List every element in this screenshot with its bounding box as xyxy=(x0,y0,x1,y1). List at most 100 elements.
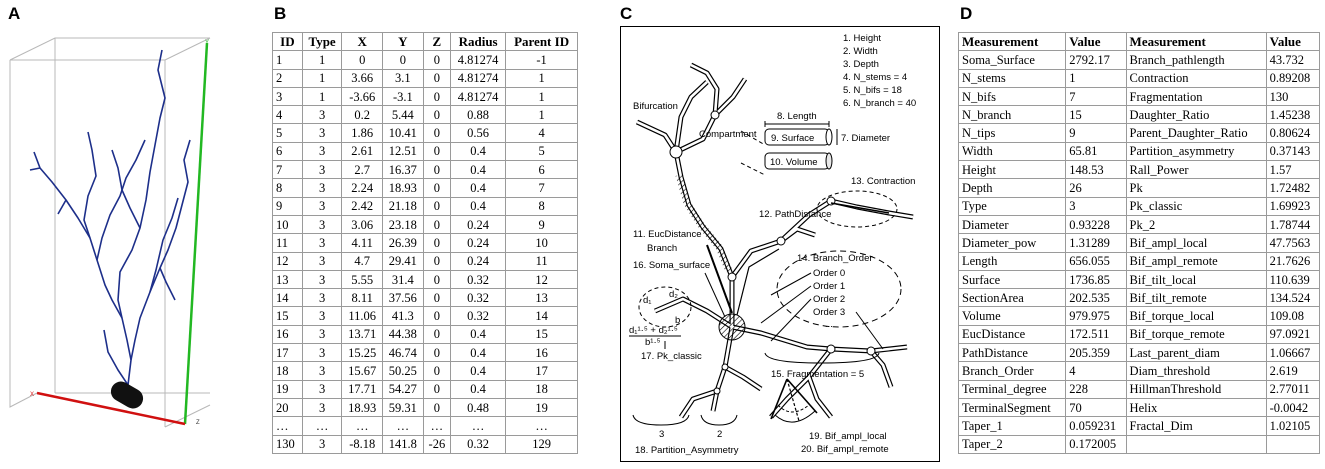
table-cell: 1.72482 xyxy=(1265,178,1321,198)
soma-capsule xyxy=(110,381,144,409)
table-cell: 5.55 xyxy=(341,269,384,290)
table-cell: 59.31 xyxy=(382,397,424,418)
column-header: Value xyxy=(1065,31,1127,52)
fragmentation-label: 15. Fragmentation = 5 xyxy=(771,369,864,380)
branch-order-label: 14. Branch_Order xyxy=(797,253,873,264)
table-cell: 21.7626 xyxy=(1265,251,1321,271)
table-cell: -26 xyxy=(422,434,452,454)
table-cell: 3 xyxy=(301,160,343,180)
table-cell: 9 xyxy=(272,196,303,216)
table-cell: Daughter_Ratio xyxy=(1125,105,1267,125)
table-cell: 0.059231 xyxy=(1065,416,1127,436)
z-axis-label: Z xyxy=(196,420,200,426)
eucdistance-label: 11. EucDistance xyxy=(633,229,701,240)
table-cell: 12.51 xyxy=(382,141,424,162)
table-cell: 16 xyxy=(272,324,303,345)
table-cell: 0.32 xyxy=(450,306,507,326)
table-cell: N_tips xyxy=(957,123,1067,143)
table-cell: 4 xyxy=(272,105,303,125)
table-cell: 2.7 xyxy=(341,160,384,180)
table-cell: 1 xyxy=(505,105,578,125)
dendrite-tree xyxy=(635,62,914,419)
table-cell: PathDistance xyxy=(957,343,1067,363)
table-cell: 1.69923 xyxy=(1265,196,1321,216)
table-cell: 26 xyxy=(1065,178,1127,198)
table-cell: 3 xyxy=(301,251,343,271)
table-cell: Surface xyxy=(957,269,1067,290)
table-cell: -1 xyxy=(505,50,578,70)
table-cell: 0 xyxy=(422,361,452,381)
table-cell: 1 xyxy=(301,50,343,70)
morphometry-svg: 1. Height 2. Width 3. Depth 4. N_stems =… xyxy=(629,33,916,456)
hatched-branch xyxy=(675,174,733,273)
table-cell: … xyxy=(301,416,343,436)
table-cell: 0 xyxy=(422,324,452,345)
table-cell: 0.32 xyxy=(450,434,507,454)
table-cell: 0.32 xyxy=(450,288,507,308)
table-cell: Helix xyxy=(1125,397,1267,418)
table-cell: 0 xyxy=(422,160,452,180)
legend-item: 5. N_bifs = 18 xyxy=(843,85,902,96)
measurement-legend: 1. Height 2. Width 3. Depth 4. N_stems =… xyxy=(843,33,916,109)
table-cell: 10.41 xyxy=(382,123,424,143)
table-cell: EucDistance xyxy=(957,324,1067,345)
table-cell: Terminal_degree xyxy=(957,379,1067,399)
table-cell: 1.06667 xyxy=(1265,343,1321,363)
table-cell: 7 xyxy=(1065,86,1127,107)
table-cell: … xyxy=(382,416,424,436)
panel-label-c: C xyxy=(620,4,633,23)
pathdistance-label: 12. PathDistance xyxy=(759,209,831,220)
table-cell: 4.81274 xyxy=(450,68,507,88)
y-axis-label: Y xyxy=(205,40,209,46)
table-cell: 17 xyxy=(505,361,578,381)
legend-item: 6. N_branch = 40 xyxy=(843,98,916,109)
y-axis-line xyxy=(183,42,209,425)
table-cell: 8 xyxy=(272,178,303,198)
table-cell: 19 xyxy=(505,397,578,418)
table-cell: 3 xyxy=(301,141,343,162)
bounding-box xyxy=(9,37,211,428)
table-cell: Bif_ampl_remote xyxy=(1125,251,1267,271)
column-header: Parent ID xyxy=(505,31,578,52)
table-cell: 41.3 xyxy=(382,306,424,326)
table-cell: 0.56 xyxy=(450,123,507,143)
table-cell: 1736.85 xyxy=(1065,269,1127,290)
panel-label-d: D xyxy=(960,4,973,23)
bif-ampl-remote-label: 20. Bif_ampl_remote xyxy=(801,444,889,455)
table-cell: 0.37143 xyxy=(1265,141,1321,162)
table-cell: Pk_classic xyxy=(1125,196,1267,216)
soma-surface-label: 16. Soma_surface xyxy=(633,260,710,271)
table-cell: 70 xyxy=(1065,397,1127,418)
table-cell xyxy=(1125,434,1267,454)
table-cell: 0.4 xyxy=(450,379,507,399)
legend-item: 2. Width xyxy=(843,46,878,57)
column-header: Measurement xyxy=(1125,31,1267,52)
legend-item: 3. Depth xyxy=(843,59,879,70)
table-cell: 228 xyxy=(1065,379,1127,399)
table-cell: 15.67 xyxy=(341,361,384,381)
table-cell: Taper_1 xyxy=(957,416,1067,436)
neuron-dendrites xyxy=(29,49,191,386)
column-header: X xyxy=(341,31,384,52)
table-cell: 5 xyxy=(272,123,303,143)
table-cell: 3 xyxy=(301,434,343,454)
table-cell: 4.11 xyxy=(341,233,384,253)
table-cell: 0.4 xyxy=(450,324,507,345)
table-cell: 18 xyxy=(272,361,303,381)
table-cell: 44.38 xyxy=(382,324,424,345)
contraction-detail: 13. Contraction xyxy=(816,176,915,228)
